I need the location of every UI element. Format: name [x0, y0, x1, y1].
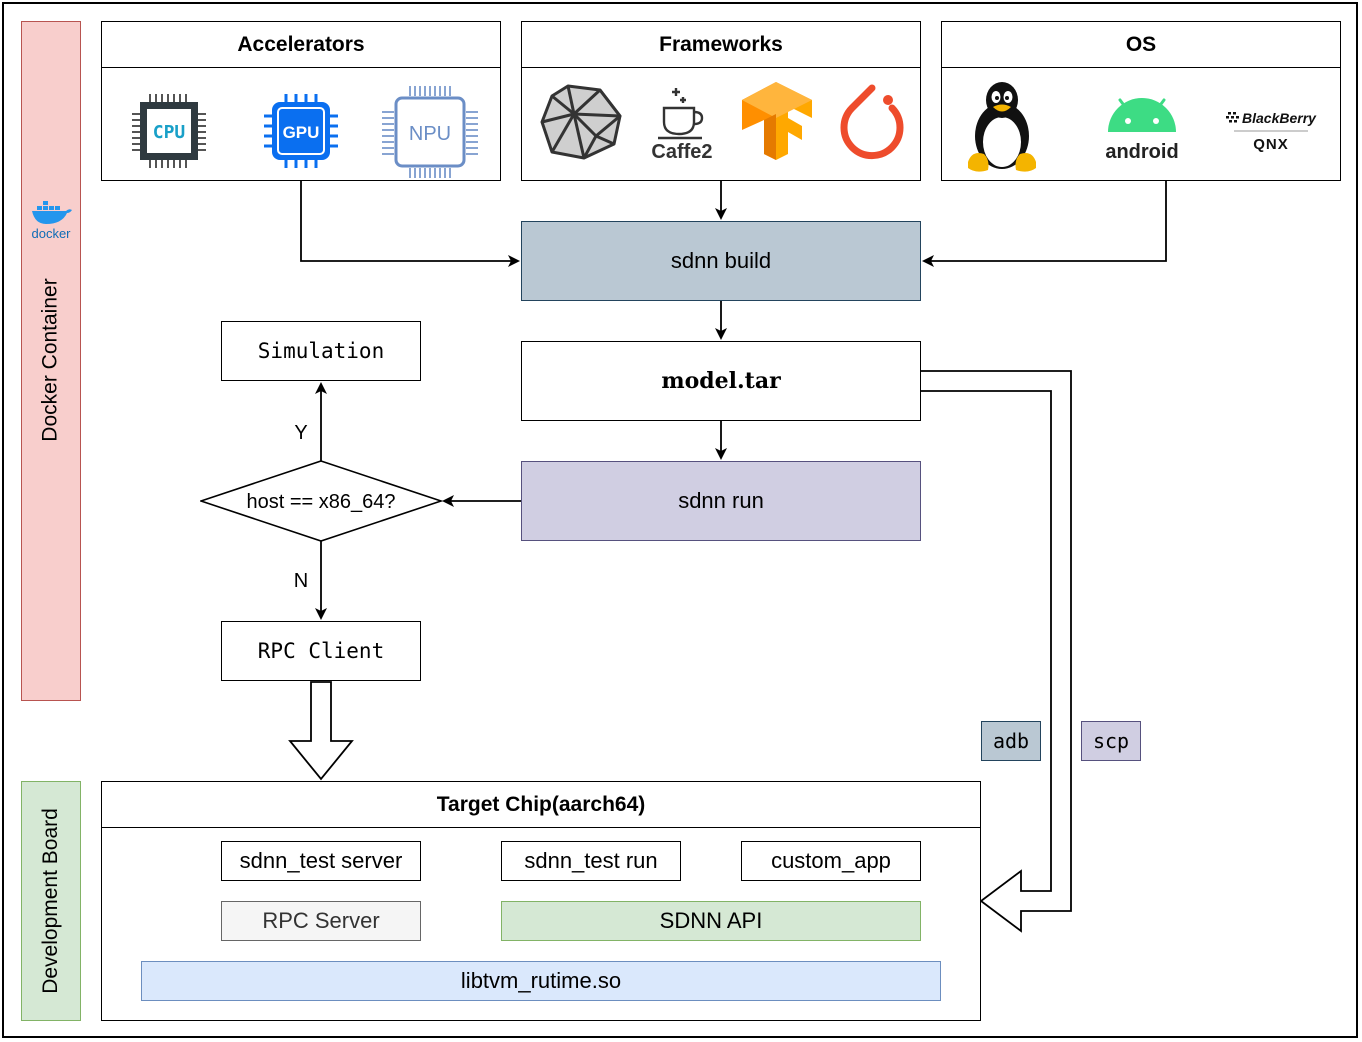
model-tar-label: model.tar [661, 368, 781, 394]
npu-label: NPU [409, 123, 451, 145]
adb-label: adb [992, 729, 1030, 753]
sdnn-test-server-label: sdnn_test server [239, 848, 403, 873]
adb-badge: adb [981, 721, 1041, 761]
docker-whale-icon: docker [31, 201, 72, 241]
rpc-client-box: RPC Client [221, 621, 421, 681]
accelerators-to-build-arrow [300, 181, 520, 267]
gpu-chip-icon: GPU [264, 94, 338, 168]
no-label: N [293, 570, 309, 592]
gpu-label: GPU [283, 123, 320, 142]
libtvm-label: libtvm_rutime.so [460, 968, 622, 993]
docker-container-band [21, 21, 81, 701]
tensorflow-icon [742, 82, 812, 160]
rpc-server-label: RPC Server [262, 908, 380, 933]
simulation-box: Simulation [221, 321, 421, 381]
docker-logo-text: docker [31, 226, 71, 241]
caffe2-cup-icon: Caffe2 [651, 88, 713, 162]
os-title: OS [942, 22, 1340, 68]
simulation-label: Simulation [257, 339, 385, 363]
sdnn-test-server-box: sdnn_test server [221, 841, 421, 881]
os-to-build-arrow [922, 181, 1167, 267]
cpu-label: CPU [153, 122, 186, 143]
npu-chip-icon: NPU [382, 86, 478, 178]
sdnn-run-box: sdnn run [521, 461, 921, 541]
linux-tux-icon [968, 82, 1036, 172]
sdnn-build-box: sdnn build [521, 221, 921, 301]
yes-label: Y [294, 422, 308, 444]
sdnn-build-label: sdnn build [670, 248, 772, 273]
onnx-polyhedron-icon [540, 84, 622, 160]
scp-label: scp [1092, 729, 1130, 753]
rpc-client-label: RPC Client [257, 639, 385, 663]
decision-label: host == x86_64? [246, 491, 395, 513]
sdnn-run-label: sdnn run [678, 488, 764, 513]
libtvm-box: libtvm_rutime.so [141, 961, 941, 1001]
blackberry-label: BlackBerry [1242, 110, 1317, 126]
target-chip-title: Target Chip(aarch64) [102, 782, 980, 828]
qnx-label: QNX [1253, 136, 1289, 153]
blackberry-qnx-icon: BlackBerry QNX [1226, 110, 1317, 153]
sdnn-api-box: SDNN API [501, 901, 921, 941]
rpc-hollow-arrow [288, 681, 354, 781]
android-icon: android [1105, 98, 1179, 163]
deploy-hollow-arrow [921, 370, 1072, 933]
rpc-server-box: RPC Server [221, 901, 421, 941]
frameworks-title: Frameworks [522, 22, 920, 68]
cpu-chip-icon: CPU [132, 94, 206, 168]
custom-app-label: custom_app [771, 848, 891, 873]
sdnn-test-run-label: sdnn_test run [524, 848, 658, 873]
caffe2-label: Caffe2 [651, 141, 712, 162]
sdnn-test-run-box: sdnn_test run [501, 841, 681, 881]
model-tar-box: model.tar [521, 341, 921, 421]
accelerators-panel: Accelerators CPU GPU NPU [101, 21, 501, 181]
android-label: android [1105, 141, 1178, 163]
pytorch-icon [840, 84, 904, 160]
accelerators-title: Accelerators [102, 22, 500, 68]
decision-diamond: host == x86_64? [200, 460, 444, 542]
docker-logo: docker [26, 198, 76, 242]
scp-badge: scp [1081, 721, 1141, 761]
development-board-band [21, 781, 81, 1021]
sdnn-api-label: SDNN API [659, 908, 763, 933]
custom-app-box: custom_app [741, 841, 921, 881]
frameworks-panel: Frameworks Caffe2 [521, 21, 921, 181]
os-panel: OS android BlackBerry QNX [941, 21, 1341, 181]
